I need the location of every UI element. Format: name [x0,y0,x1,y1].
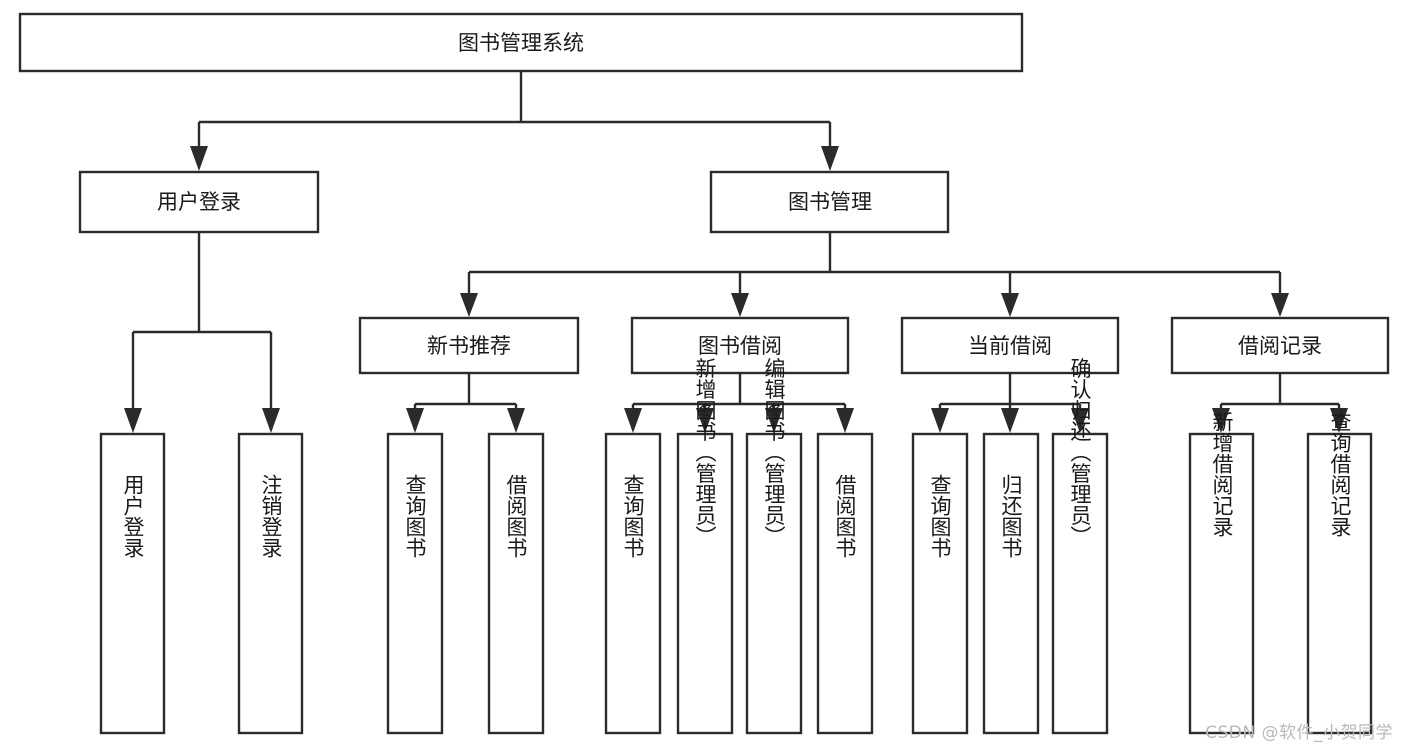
node-book-manage-box[interactable] [709,170,950,234]
node-leaf-query-record-label: 查询借阅记录 [1328,411,1352,537]
node-leaf-query-book-b-box[interactable] [604,432,662,735]
node-leaf-borrow-book-b[interactable]: 借阅图书 [816,432,874,735]
node-leaf-confirm-return-admin-label: 确认归还（管理员） [1068,358,1092,547]
arrow-head-icon [821,146,839,171]
node-current-borrow-box[interactable] [900,316,1120,375]
node-leaf-query-book-c-label: 查询图书 [928,474,952,558]
arrow-head-icon [765,408,783,433]
node-leaf-add-book-admin-box[interactable] [676,432,734,735]
node-new-book-recommend-label: 新书推荐 [427,334,511,358]
node-book-borrow-box[interactable] [630,316,850,375]
arrow-head-icon [406,408,424,433]
arrow-head-icon [124,408,142,433]
node-leaf-add-record[interactable]: 新增借阅记录 [1188,411,1255,735]
csdn-watermark: CSDN @软件_小贺同学 [1205,723,1393,743]
arrow-head-icon [190,146,208,171]
node-root-box[interactable] [18,12,1024,73]
node-leaf-edit-book-admin[interactable]: 编辑图书（管理员） [745,358,803,735]
node-leaf-edit-book-admin-box[interactable] [745,432,803,735]
node-leaf-add-record-box[interactable] [1188,432,1255,735]
node-leaf-confirm-return-admin-box[interactable] [1051,432,1109,735]
arrow-head-icon [507,408,525,433]
node-leaf-query-record-box[interactable] [1306,432,1373,735]
arrow-head-icon [1001,293,1019,317]
node-leaf-logout-login-box[interactable] [237,432,304,735]
arrow-head-icon [460,293,478,317]
node-user-login-box[interactable] [78,170,320,234]
node-root[interactable]: 图书管理系统 [18,12,1024,73]
node-current-borrow-label: 当前借阅 [968,334,1052,358]
node-current-borrow[interactable]: 当前借阅 [900,316,1120,375]
arrow-head-icon [1212,408,1230,433]
node-leaf-user-login-label: 用户登录 [121,474,145,558]
node-leaf-query-book-b-label: 查询图书 [621,474,645,558]
node-leaf-borrow-book-a-box[interactable] [487,432,545,735]
node-leaf-return-book-box[interactable] [982,432,1040,735]
node-new-book-recommend-box[interactable] [358,316,580,375]
arrow-head-icon [1071,408,1089,433]
node-leaf-query-book-c[interactable]: 查询图书 [911,432,969,735]
node-leaf-add-book-admin[interactable]: 新增图书（管理员） [676,358,734,735]
node-leaf-add-book-admin-label: 新增图书（管理员） [693,358,717,547]
node-user-login[interactable]: 用户登录 [78,170,320,234]
arrow-head-icon [1330,408,1348,433]
node-new-book-recommend[interactable]: 新书推荐 [358,316,580,375]
node-leaf-borrow-book-b-box[interactable] [816,432,874,735]
arrow-head-icon [731,293,749,317]
arrow-head-icon [696,408,714,433]
arrow-head-icon [262,408,280,433]
node-leaf-query-book-a-box[interactable] [386,432,444,735]
node-leaf-borrow-book-a[interactable]: 借阅图书 [487,432,545,735]
node-borrow-record[interactable]: 借阅记录 [1170,316,1390,375]
node-leaf-user-login[interactable]: 用户登录 [99,432,166,735]
node-leaf-logout-login-label: 注销登录 [259,474,283,558]
node-leaf-borrow-book-b-label: 借阅图书 [833,474,857,558]
node-leaf-edit-book-admin-label: 编辑图书（管理员） [762,358,786,547]
node-leaf-query-book-a[interactable]: 查询图书 [386,432,444,735]
node-leaf-return-book[interactable]: 归还图书 [982,432,1040,735]
node-leaf-query-record[interactable]: 查询借阅记录 [1306,411,1373,735]
node-root-label: 图书管理系统 [458,31,584,55]
node-leaf-add-record-label: 新增借阅记录 [1210,411,1234,537]
arrow-head-icon [624,408,642,433]
node-borrow-record-label: 借阅记录 [1238,334,1322,358]
arrow-head-icon [1001,408,1019,433]
node-leaf-logout-login[interactable]: 注销登录 [237,432,304,735]
connectors [124,71,1348,433]
node-user-login-label: 用户登录 [157,190,241,214]
node-leaf-user-login-box[interactable] [99,432,166,735]
node-book-manage[interactable]: 图书管理 [709,170,950,234]
node-book-borrow[interactable]: 图书借阅 [630,316,850,375]
node-book-borrow-label: 图书借阅 [698,334,782,358]
node-leaf-borrow-book-a-label: 借阅图书 [504,474,528,558]
node-leaf-confirm-return-admin[interactable]: 确认归还（管理员） [1051,358,1109,735]
node-leaf-query-book-a-label: 查询图书 [403,474,427,558]
arrow-head-icon [931,408,949,433]
node-book-manage-label: 图书管理 [788,190,872,214]
node-borrow-record-box[interactable] [1170,316,1390,375]
arrow-head-icon [836,408,854,433]
node-leaf-query-book-b[interactable]: 查询图书 [604,432,662,735]
node-leaf-query-book-c-box[interactable] [911,432,969,735]
node-leaf-return-book-label: 归还图书 [999,474,1023,558]
arrow-head-icon [1271,293,1289,317]
